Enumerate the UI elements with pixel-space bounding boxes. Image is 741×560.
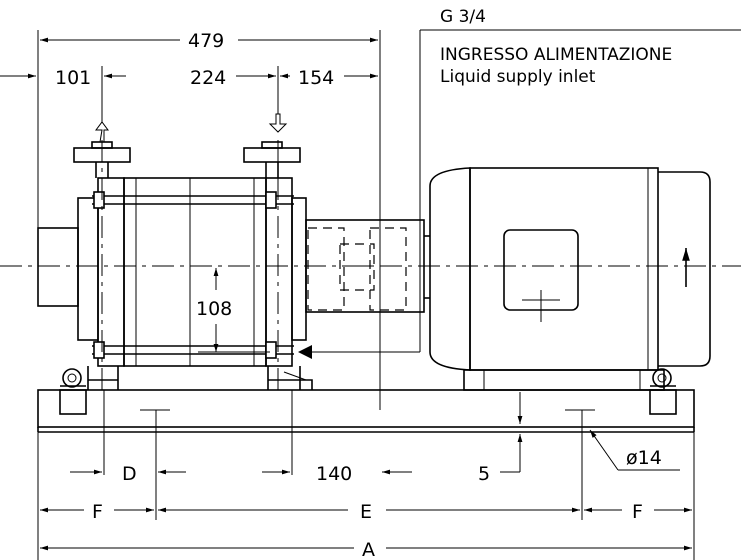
dim-154: 154 xyxy=(298,67,334,89)
dim-hole-diameter: ø14 xyxy=(626,447,662,469)
dim-140: 140 xyxy=(316,463,352,485)
dim-f-right: F xyxy=(632,501,643,523)
connection-size: G 3/4 xyxy=(440,7,486,27)
mounting-foot-left xyxy=(59,368,87,415)
inlet-label-english: Liquid supply inlet xyxy=(440,67,596,87)
top-dimensions xyxy=(0,30,381,410)
pump-body xyxy=(37,141,313,390)
base-plate xyxy=(37,389,695,433)
shaft-height-dimension xyxy=(198,268,270,353)
bottom-dimensions xyxy=(37,390,695,560)
dim-5: 5 xyxy=(478,463,490,485)
dim-f-left: F xyxy=(92,501,103,523)
dim-108: 108 xyxy=(196,298,232,320)
inlet-leader xyxy=(298,29,741,359)
mounting-foot-right xyxy=(649,368,677,415)
electric-motor xyxy=(424,167,711,391)
dim-d: D xyxy=(122,463,137,485)
dim-101: 101 xyxy=(55,67,91,89)
center-lines xyxy=(0,140,741,390)
dim-479: 479 xyxy=(188,30,224,52)
dim-224: 224 xyxy=(190,67,226,89)
inlet-label-italian: INGRESSO ALIMENTAZIONE xyxy=(440,45,672,65)
dim-e: E xyxy=(360,501,372,523)
dim-a: A xyxy=(362,539,375,560)
flow-arrows xyxy=(95,100,288,143)
